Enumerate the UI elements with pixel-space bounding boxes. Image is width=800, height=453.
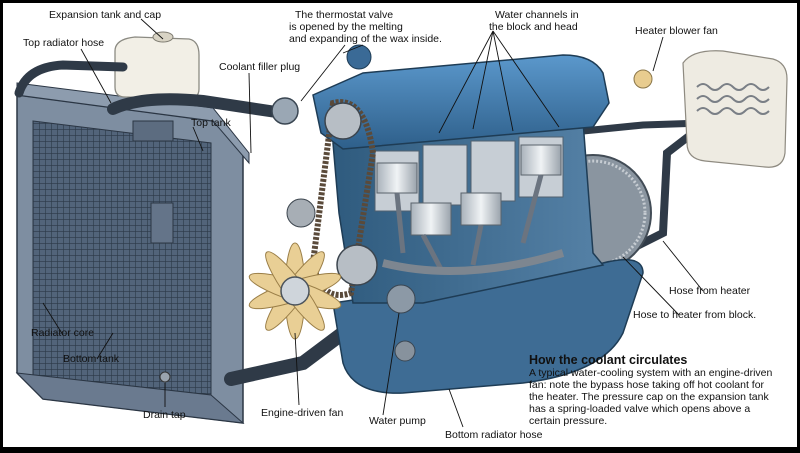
- expansion-tank: [114, 31, 200, 100]
- crank-pulley: [336, 244, 378, 286]
- label-thermostat-line-1: The thermostat valve: [295, 9, 394, 21]
- label-expansion-tank: Expansion tank and cap: [49, 9, 162, 21]
- caption-body: A typical water-cooling system with an e…: [529, 367, 773, 427]
- label-hose-to-heater: Hose to heater from block.: [633, 309, 757, 321]
- piston-2: [460, 192, 502, 226]
- label-water-pump: Water pump: [369, 415, 426, 427]
- piston-4: [520, 144, 562, 176]
- label-bottom-tank: Bottom tank: [63, 353, 120, 365]
- label-top-tank: Top tank: [191, 117, 231, 129]
- water-pump-body: [386, 284, 416, 314]
- timing-belt-drive: [286, 99, 378, 298]
- cooling-system-illustration: [14, 18, 788, 428]
- radiator-bottom-tank: [15, 372, 245, 424]
- heater-unit: [633, 50, 788, 168]
- label-thermostat-line-2: is opened by the melting: [289, 21, 403, 33]
- crankshaft: [382, 249, 565, 275]
- label-coolant-filler-plug: Coolant filler plug: [219, 61, 301, 73]
- caption-title: How the coolant circulates: [529, 353, 688, 367]
- idler-pulley: [286, 198, 316, 228]
- heater-blower-fan-drawing: [633, 69, 653, 89]
- piston-3: [376, 162, 418, 194]
- label-bottom-radiator-hose: Bottom radiator hose: [445, 429, 543, 441]
- pressure-cap: [152, 31, 174, 43]
- label-drain-tap: Drain tap: [143, 409, 186, 421]
- label-radiator-core: Radiator core: [31, 327, 95, 339]
- top-radiator-hose-path: [107, 93, 289, 119]
- thermostat-housing: [271, 97, 299, 125]
- leader-lines: [42, 18, 704, 428]
- camshaft-pulley: [324, 102, 362, 140]
- drain-tap-drawing: [159, 371, 171, 383]
- label-top-radiator-hose: Top radiator hose: [23, 37, 105, 49]
- cylinder-head: [312, 54, 610, 150]
- label-water-channels-line-2: the block and head: [489, 21, 578, 33]
- oil-filler-cap: [346, 44, 372, 70]
- cylinders: [374, 136, 565, 275]
- label-hose-from-heater: Hose from heater: [669, 285, 751, 297]
- radiator: [15, 82, 250, 424]
- label-heater-blower-fan: Heater blower fan: [635, 25, 718, 37]
- label-thermostat-line-3: and expanding of the wax inside.: [289, 33, 442, 45]
- label-engine-driven-fan: Engine-driven fan: [261, 407, 344, 419]
- piston-1: [410, 202, 452, 236]
- radiator-bracket: [132, 120, 174, 142]
- heater-feed-hose: [559, 119, 707, 137]
- overflow-hose: [14, 60, 128, 98]
- label-water-channels-line-1: Water channels in: [495, 9, 579, 21]
- engine-fan-drawing: [248, 242, 342, 340]
- sump-plug: [394, 340, 416, 362]
- radiator-core-grid: [32, 120, 212, 396]
